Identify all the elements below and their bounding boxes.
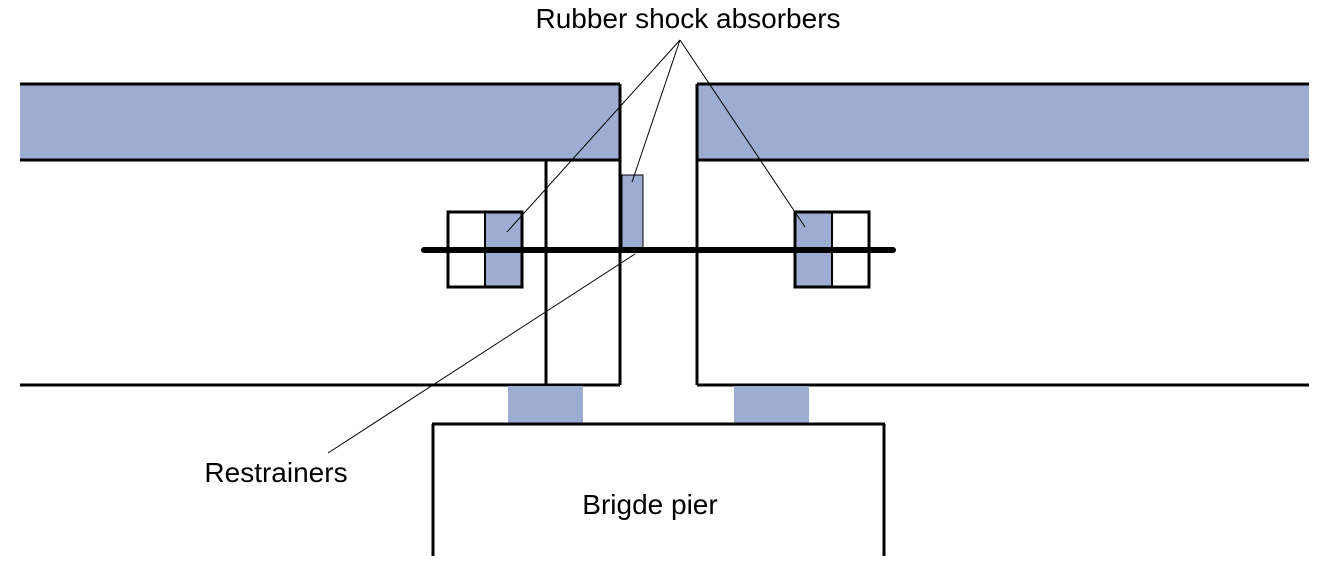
- rubber-shock-absorbers-label: Rubber shock absorbers: [535, 3, 840, 34]
- right-bearing-pad: [734, 386, 809, 423]
- left-girder: [20, 82, 622, 387]
- bridge-pier-label: Brigde pier: [582, 489, 717, 520]
- restrainers-label: Restrainers: [204, 457, 347, 488]
- middle-rubber-absorber: [621, 174, 644, 251]
- right-girder: [695, 82, 1309, 387]
- restrainer-leader-line: [327, 253, 636, 454]
- right-deck-slab: [697, 84, 1309, 160]
- left-deck-slab: [20, 84, 620, 160]
- absorber-leader-lines: [506, 39, 806, 233]
- bridge-pier: [431, 422, 886, 556]
- left-bearing-pad: [508, 386, 583, 423]
